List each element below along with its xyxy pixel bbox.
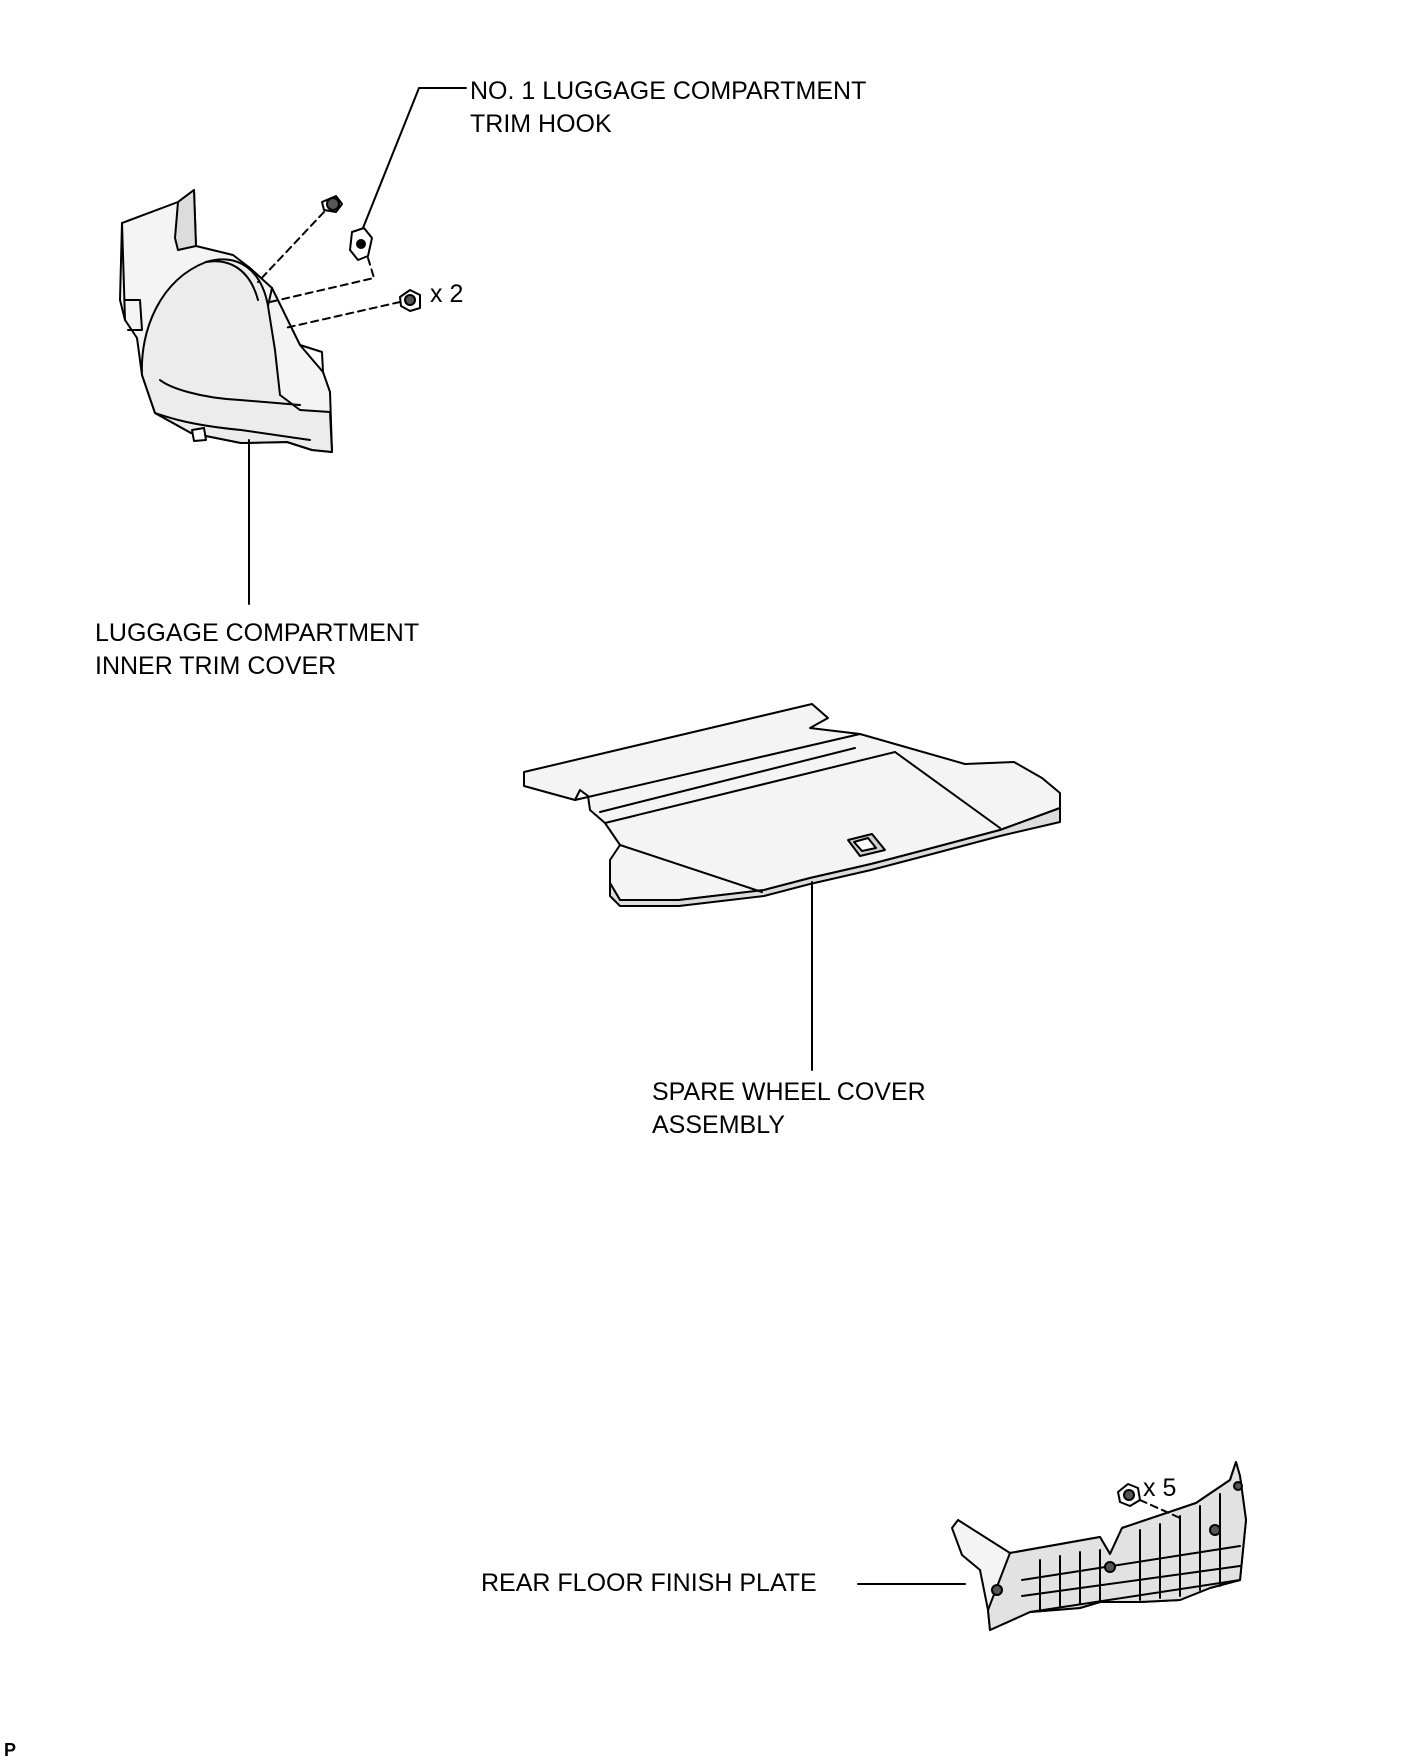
spare-wheel-cover-label: SPARE WHEEL COVER ASSEMBLY	[652, 1076, 926, 1142]
spare-wheel-cover-label-line-2: ASSEMBLY	[652, 1111, 785, 1139]
inner-trim-cover-label-line-1: LUGGAGE COMPARTMENT	[95, 619, 420, 647]
inner-trim-clips-side	[399, 289, 421, 312]
trim-hook-leader	[362, 87, 467, 229]
inner-trim-assembly-lines	[257, 211, 401, 329]
rear-floor-plate-label-text: REAR FLOOR FINISH PLATE	[481, 1569, 817, 1597]
trim-hook-label: NO. 1 LUGGAGE COMPARTMENT TRIM HOOK	[470, 75, 866, 141]
rear-floor-plate-part	[951, 1461, 1247, 1631]
rear-plate-clip-quantity: x 5	[1143, 1474, 1177, 1502]
spare-wheel-cover-label-line-1: SPARE WHEEL COVER	[652, 1078, 926, 1106]
rear-floor-plate-clip	[1117, 1483, 1141, 1507]
rear-floor-plate-label: REAR FLOOR FINISH PLATE	[481, 1567, 817, 1600]
inner-trim-cover-label: LUGGAGE COMPARTMENT INNER TRIM COVER	[95, 617, 419, 683]
inner-trim-clip-top	[321, 195, 343, 213]
trim-hook-label-line-1: NO. 1 LUGGAGE COMPARTMENT	[470, 77, 867, 105]
figure-code: P	[4, 1740, 17, 1760]
inner-trim-cover-part	[119, 189, 333, 453]
inner-trim-cover-label-line-2: INNER TRIM COVER	[95, 652, 337, 680]
spare-wheel-cover-part	[523, 703, 1061, 907]
inner-trim-clip-quantity: x 2	[430, 280, 464, 308]
rear-floor-plate-assembly-line	[1139, 1499, 1181, 1519]
trim-hook-part	[349, 227, 373, 261]
trim-hook-label-line-2: TRIM HOOK	[470, 110, 612, 138]
